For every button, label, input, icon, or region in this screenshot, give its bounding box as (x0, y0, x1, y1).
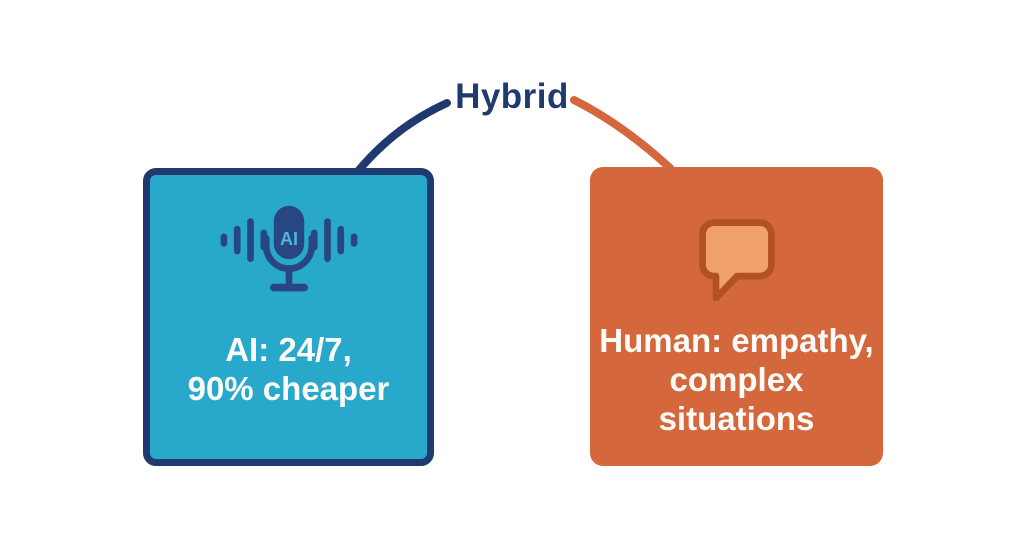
human-box-label-line2: complex situations (658, 361, 815, 437)
ai-microphone-icon: AI (220, 205, 357, 292)
human-box-label-line1: Human: empathy, (599, 322, 874, 359)
ai-box-label-line1: AI: 24/7, (225, 331, 352, 368)
ai-box-label: AI: 24/7, 90% cheaper (188, 330, 390, 408)
hybrid-label: Hybrid (455, 77, 569, 116)
human-box: Human: empathy, complex situations (590, 167, 883, 466)
ai-box: AI AI: 24/7, 90% cheaper (143, 168, 434, 466)
ai-box-label-line2: 90% cheaper (187, 370, 390, 407)
mic-ai-text: AI (279, 229, 297, 249)
human-box-label: Human: empathy, complex situations (590, 321, 883, 438)
speech-bubble-icon (698, 219, 775, 301)
